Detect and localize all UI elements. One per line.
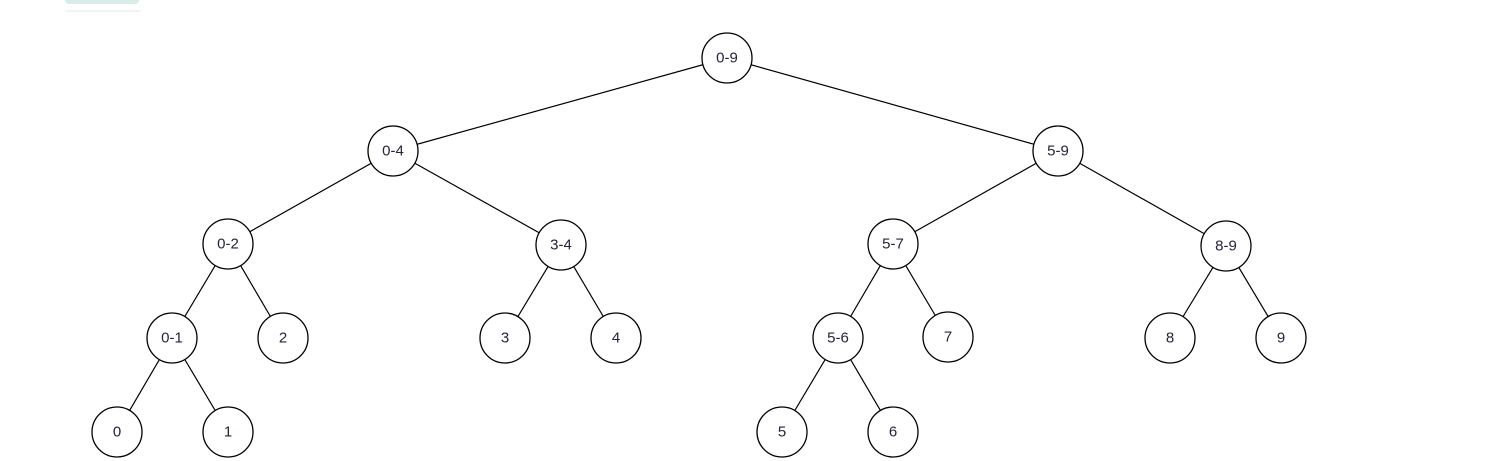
partially-visible-button[interactable] [65,0,139,4]
tree-node-label: 0-2 [217,236,239,253]
tree-node-label: 0-4 [382,143,404,160]
tree-node-circle [701,32,753,84]
partially-visible-button-shadow [65,10,141,12]
tree-edge-0-4-to-0-2 [227,150,394,245]
tree-node-4: 4 [590,312,642,364]
tree-node-0-9: 0-9 [701,32,753,84]
tree-node-circle [91,406,143,458]
tree-node-label: 0-9 [716,50,738,67]
tree-node-circle [535,219,587,271]
tree-node-9: 9 [1255,312,1307,364]
tree-node-2: 2 [257,312,309,364]
tree-node-label: 9 [1277,330,1285,347]
tree-node-label: 6 [889,424,897,441]
tree-node-circle [756,406,808,458]
tree-node-circle [867,218,919,270]
tree-node-circle [367,125,419,177]
tree-node-label: 5-9 [1047,143,1069,160]
tree-node-circle [590,312,642,364]
tree-node-label: 4 [612,330,620,347]
tree-node-label: 7 [944,329,952,346]
tree-node-3: 3 [479,312,531,364]
tree-node-circle [812,312,864,364]
tree-edge-0-9-to-5-9 [726,57,1059,152]
tree-node-label: 5 [778,424,786,441]
tree-node-0-1: 0-1 [146,312,198,364]
tree-node-8-9: 8-9 [1200,220,1252,272]
tree-node-label: 8 [1166,330,1174,347]
tree-node-label: 8-9 [1215,238,1237,255]
tree-node-5-6: 5-6 [812,312,864,364]
tree-node-circle [479,312,531,364]
tree-node-label: 2 [279,330,287,347]
tree-node-circle [1255,312,1307,364]
tree-node-label: 3-4 [550,237,572,254]
tree-node-circle [922,311,974,363]
tree-edge-5-9-to-8-9 [1057,150,1227,247]
tree-node-5-7: 5-7 [867,218,919,270]
tree-node-label: 0 [113,424,121,441]
tree-node-7: 7 [922,311,974,363]
tree-node-circle [257,312,309,364]
tree-edge-5-9-to-5-7 [892,150,1059,245]
tree-node-label: 5-7 [882,236,904,253]
tree-node-5-9: 5-9 [1032,125,1084,177]
tree-node-circle [1144,312,1196,364]
tree-node-1: 1 [202,406,254,458]
tree-node-circle [202,218,254,270]
tree-node-label: 0-1 [161,330,183,347]
tree-node-circle [867,406,919,458]
tree-node-label: 5-6 [827,330,849,347]
tree-node-0: 0 [91,406,143,458]
tree-node-circle [146,312,198,364]
tree-edge-0-4-to-3-4 [392,150,562,246]
tree-node-5: 5 [756,406,808,458]
tree-node-3-4: 3-4 [535,219,587,271]
tree-node-8: 8 [1144,312,1196,364]
tree-node-circle [202,406,254,458]
tree-edge-0-9-to-0-4 [392,57,728,152]
tree-node-circle [1032,125,1084,177]
tree-node-6: 6 [867,406,919,458]
tree-node-circle [1200,220,1252,272]
tree-node-0-2: 0-2 [202,218,254,270]
tree-node-label: 3 [501,330,509,347]
tree-node-label: 1 [224,424,232,441]
tree-node-0-4: 0-4 [367,125,419,177]
